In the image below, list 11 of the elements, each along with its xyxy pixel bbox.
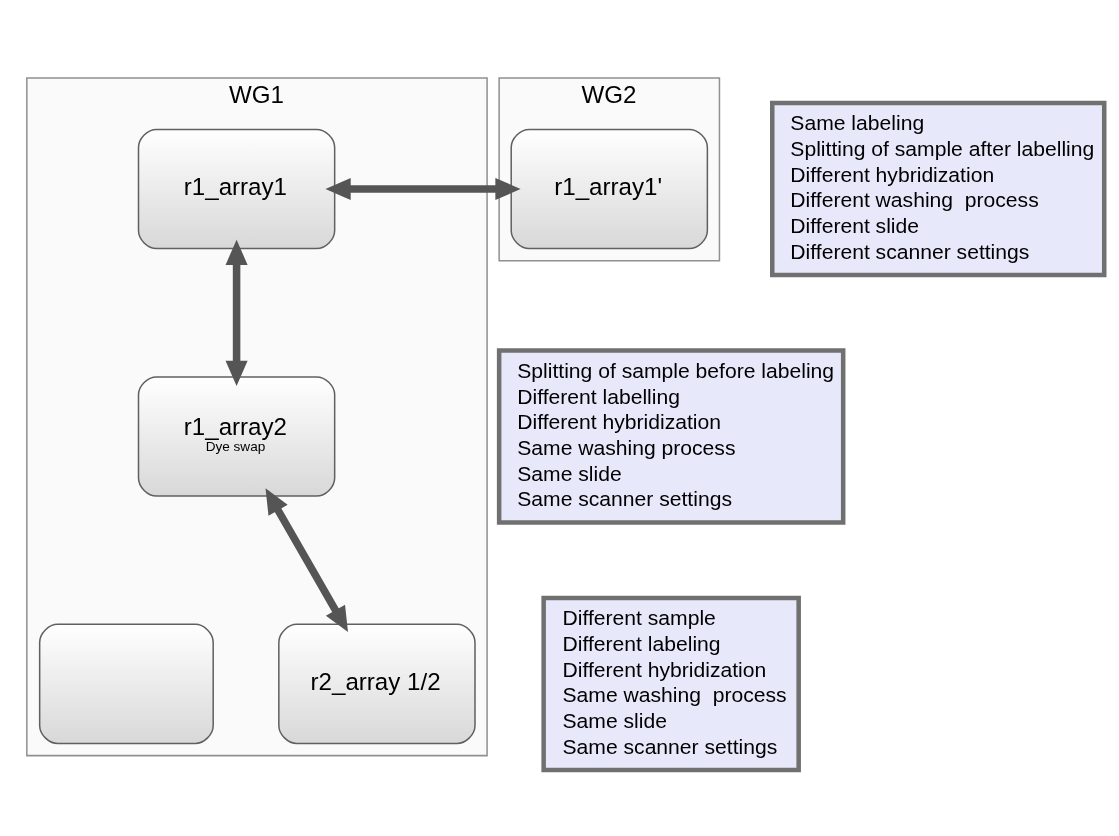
node-box: r1_array1' xyxy=(510,128,709,250)
node-box: r2_array 1/2 xyxy=(278,623,476,745)
node-box: Splitting of sample before labeling Different labelling Different hybridization Same washing process Same slide Same scanner settings xyxy=(496,348,846,525)
arrow xyxy=(225,239,248,386)
node-box: r1_array1 xyxy=(137,128,336,250)
node-box xyxy=(38,623,214,745)
arrow xyxy=(265,488,348,633)
node-box: r1_array2 Dye swap xyxy=(137,376,336,497)
arrow xyxy=(325,177,521,201)
node-box: Same labeling Splitting of sample after labelling Different hybridization Different washing process Different slide Different scanner settings xyxy=(770,100,1107,278)
node-box: Different sample Different labeling Different hybridization Same washing process Same slide Same scanner settings xyxy=(541,595,801,773)
